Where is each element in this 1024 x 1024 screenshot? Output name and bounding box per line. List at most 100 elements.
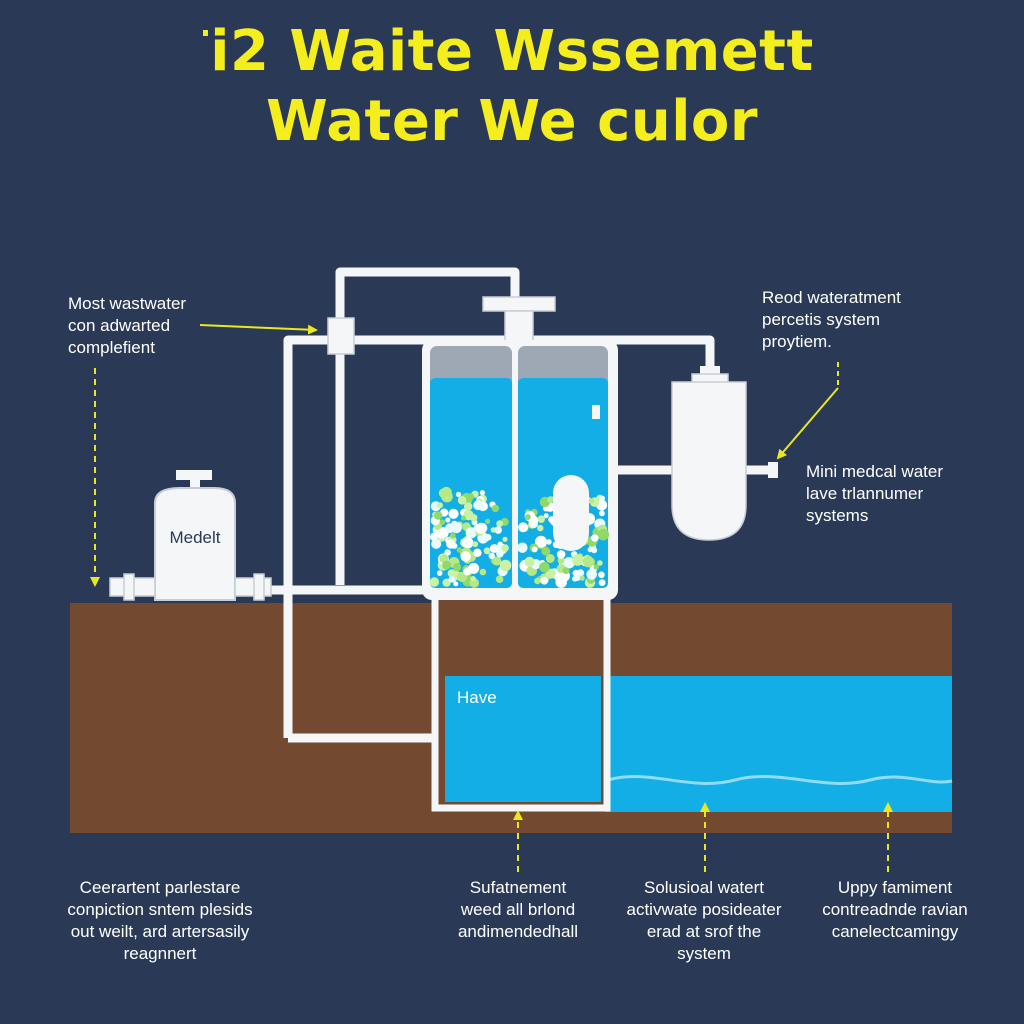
chamber-water — [445, 676, 601, 802]
bubble-particle-icon — [489, 544, 499, 553]
bubble-particle-icon — [473, 500, 483, 511]
bubble-particle-icon — [485, 518, 491, 525]
bubble-particle-icon — [572, 554, 584, 566]
bubble-particle-icon — [539, 562, 550, 573]
annotation-bottom-1: Ceerartent parlestare conpiction sntem p… — [67, 878, 253, 963]
bubble-particle-icon — [556, 550, 566, 559]
annotation-right: Mini medcal water lave trlannumer system… — [806, 462, 943, 525]
bubble-particle-icon — [524, 556, 535, 568]
pool-label: Have — [457, 688, 497, 707]
bubble-particle-icon — [464, 502, 473, 511]
bubble-particle-icon — [499, 559, 512, 572]
bubble-particle-icon — [543, 513, 549, 519]
bubble-particle-icon — [445, 517, 451, 523]
bubble-particle-icon — [492, 556, 502, 566]
bubble-particle-icon — [460, 551, 471, 562]
inner-filter-cartridge — [553, 475, 589, 551]
bubble-particle-icon — [442, 578, 451, 587]
bubble-particle-icon — [591, 547, 598, 554]
title-line-2: Water We culor — [265, 89, 759, 154]
bubble-particle-icon — [479, 490, 485, 496]
bubble-particle-icon — [599, 510, 605, 517]
bubble-particle-icon — [589, 498, 595, 504]
bubble-particle-icon — [450, 521, 462, 534]
pump-tank-label: Medelt — [169, 528, 220, 547]
bubble-particle-icon — [545, 568, 556, 579]
top-fitting-neck — [504, 310, 534, 342]
annotation-bottom-4: Uppy famiment contreadnde ravian canelec… — [822, 878, 968, 941]
bubble-particle-icon — [453, 581, 459, 587]
bubble-particle-icon — [517, 542, 528, 553]
bubble-particle-icon — [463, 567, 472, 576]
bubble-particle-icon — [429, 577, 439, 587]
bubble-particle-icon — [448, 508, 459, 519]
bubble-particle-icon — [450, 532, 456, 539]
annotation-bottom-3: Solusioal watert activwate posideater er… — [626, 878, 782, 963]
bubble-particle-icon — [470, 576, 476, 582]
bubble-particle-icon — [495, 575, 504, 583]
bubble-particle-icon — [494, 526, 503, 534]
bubble-particle-icon — [562, 567, 570, 574]
arrow-icon — [199, 324, 318, 335]
bubble-particle-icon — [436, 528, 447, 539]
bubble-particle-icon — [439, 519, 446, 526]
bubble-particle-icon — [554, 573, 565, 583]
groundwater-wave — [607, 775, 953, 785]
top-fitting-cap — [482, 296, 556, 312]
bubble-particle-icon — [540, 576, 549, 585]
bubble-particle-icon — [472, 541, 479, 548]
bubble-particle-icon — [598, 571, 605, 579]
bubble-particle-icon — [597, 560, 603, 566]
bubble-particle-icon — [483, 547, 491, 555]
title-bullet-mark — [203, 30, 208, 36]
bubble-particle-icon — [496, 520, 504, 528]
bubble-particle-icon — [593, 564, 599, 570]
annotation-arrows — [90, 324, 893, 872]
bubble-particle-icon — [572, 576, 578, 582]
bubble-particle-icon — [473, 548, 482, 557]
bubble-particle-icon — [496, 550, 504, 558]
bubble-particle-icon — [446, 539, 456, 549]
bubble-particle-icon — [598, 579, 606, 586]
bubble-particle-icon — [464, 540, 470, 546]
bubble-particle-icon — [475, 523, 487, 534]
bubble-particle-icon — [546, 539, 552, 545]
bubble-particle-icon — [528, 515, 539, 526]
arrow-icon — [776, 387, 839, 460]
bubble-particle-icon — [465, 527, 477, 539]
bubble-particle-icon — [455, 491, 462, 498]
cartridge-filter — [671, 366, 778, 541]
bubble-particle-icon — [436, 570, 443, 576]
bubble-particle-icon — [457, 496, 467, 505]
bubble-particle-icon — [479, 568, 487, 576]
bubble-particle-icon — [501, 544, 509, 552]
bubble-particle-icon — [579, 575, 585, 581]
bubble-particle-icon — [535, 535, 547, 548]
bubble-particle-icon — [545, 554, 555, 563]
bubble-particle-icon — [484, 534, 492, 541]
inner-pipe-cap — [592, 405, 600, 419]
bubble-particle-icon — [518, 522, 528, 533]
bubble-particle-icon — [442, 560, 452, 570]
pipe-joint — [327, 317, 355, 355]
bubble-particle-icon — [460, 515, 466, 521]
bubble-particle-icon — [502, 536, 508, 542]
bubble-particle-icon — [597, 528, 610, 541]
bubble-particle-icon — [491, 504, 500, 513]
bubble-particle-icon — [537, 524, 544, 532]
bubble-particle-icon — [456, 547, 463, 553]
annotation-top-left: Most wastwater con adwarted complefient — [68, 294, 187, 357]
pump-tank — [109, 470, 272, 601]
bubble-particle-icon — [448, 576, 456, 583]
bubble-particle-icon — [438, 488, 449, 499]
bubble-particle-icon — [488, 552, 495, 559]
bubble-particle-icon — [437, 502, 443, 509]
groundwater-body — [605, 676, 952, 812]
bubble-particle-icon — [429, 532, 439, 541]
bubble-particle-icon — [531, 546, 538, 553]
bubble-particle-icon — [453, 563, 462, 572]
bubble-particle-icon — [431, 538, 442, 549]
bubble-particle-icon — [591, 534, 599, 542]
filter-media-left — [429, 486, 512, 588]
